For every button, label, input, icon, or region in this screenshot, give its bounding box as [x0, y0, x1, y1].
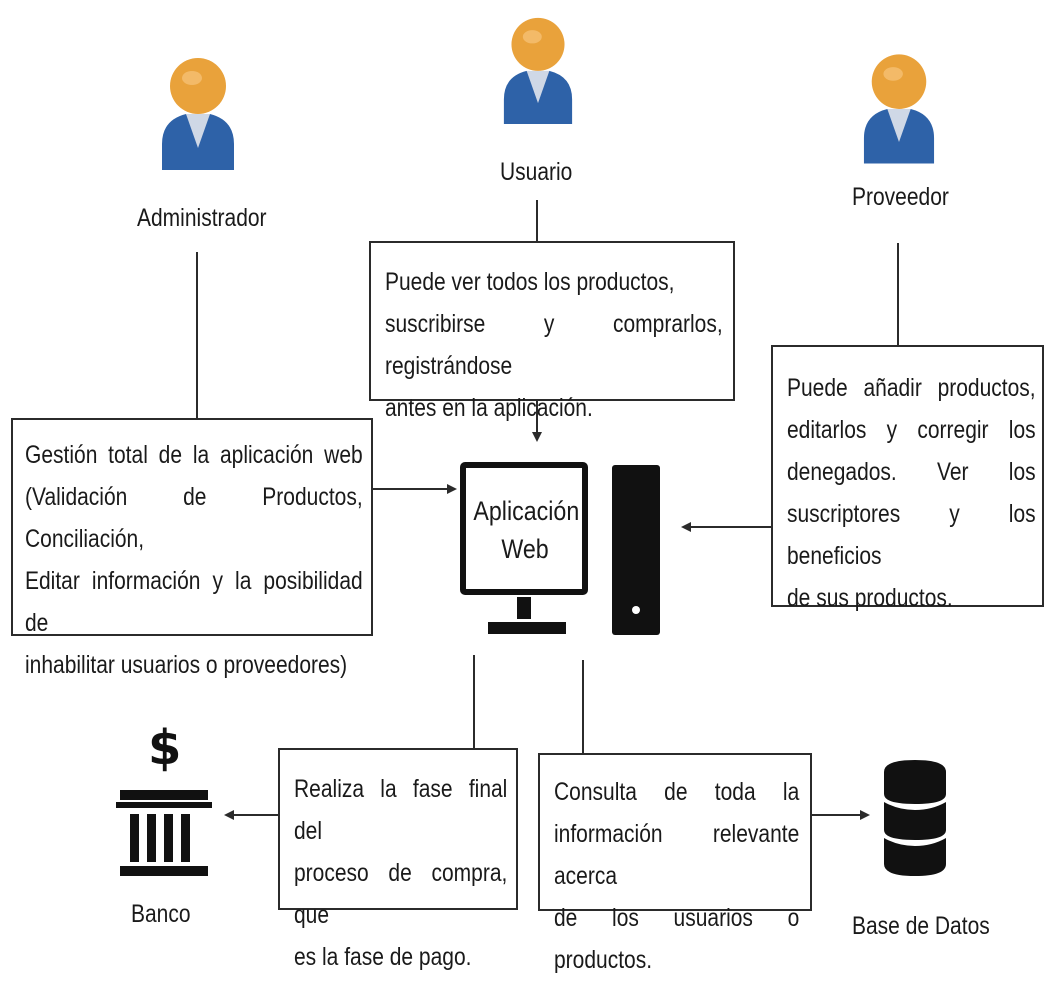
text-line: (Validación de Productos, Conciliación,	[25, 483, 363, 553]
text-line: es la fase de pago.	[294, 943, 472, 971]
box-usuario: Puede ver todos los productos, suscribir…	[369, 241, 735, 422]
box-administrador-text: Gestión total de la aplicación web (Vali…	[25, 434, 363, 686]
banco-node: $	[116, 724, 212, 883]
text-line: editarlos y corregir los	[787, 416, 1036, 444]
bank-icon	[116, 790, 212, 876]
box-base-datos-text: Consulta de toda la información relevant…	[554, 771, 799, 981]
actor-administrador	[160, 52, 236, 177]
actor-label-administrador: Administrador	[137, 204, 267, 232]
actor-proveedor	[862, 48, 936, 171]
actor-label-proveedor: Proveedor	[852, 183, 949, 211]
text-line: suscriptores y los beneficios	[787, 500, 1036, 570]
text-line: de sus productos.	[787, 584, 953, 612]
box-base-datos: Consulta de toda la información relevant…	[538, 753, 812, 974]
text-line: suscribirse y comprarlos, registrándose	[385, 310, 723, 380]
text-line: Realiza la fase final del	[294, 775, 508, 845]
app-title-line: Aplicación	[473, 496, 580, 526]
box-proveedor-text: Puede añadir productos, editarlos y corr…	[787, 367, 1036, 619]
box-banco-text: Realiza la fase final del proceso de com…	[294, 768, 507, 978]
architecture-diagram: Administrador Usuario Proveedor Puede ve…	[11, 10, 1044, 974]
text-line: Puede ver todos los productos,	[385, 268, 675, 296]
box-proveedor: Puede añadir productos, editarlos y corr…	[771, 345, 1044, 612]
text-line: de los usuarios o productos.	[554, 904, 800, 974]
text-line: denegados. Ver los	[787, 458, 1036, 486]
box-administrador: Gestión total de la aplicación web (Vali…	[11, 418, 373, 679]
text-line: Consulta de toda la	[554, 778, 800, 806]
banco-label: Banco	[131, 900, 191, 928]
text-line: Puede añadir productos,	[787, 374, 1036, 402]
app-computer	[460, 462, 670, 642]
user-icon	[503, 17, 573, 124]
actor-label-usuario: Usuario	[500, 158, 573, 186]
text-line: proceso de compra, que	[294, 859, 508, 929]
user-icon	[863, 54, 935, 164]
base-datos-label: Base de Datos	[852, 912, 990, 940]
database-icon	[884, 760, 946, 876]
text-line: antes en la aplicación.	[385, 394, 593, 422]
actor-usuario	[502, 10, 574, 133]
text-line: información relevante acerca	[554, 820, 800, 890]
box-banco: Realiza la fase final del proceso de com…	[278, 748, 518, 971]
text-line: Gestión total de la aplicación web	[25, 441, 363, 469]
dollar-icon: $	[148, 720, 182, 776]
app-title-line: Web	[501, 534, 549, 564]
user-icon	[162, 58, 234, 170]
box-usuario-text: Puede ver todos los productos, suscribir…	[385, 261, 723, 429]
base-datos-node	[880, 758, 950, 883]
app-title: Aplicación Web	[465, 492, 585, 568]
connectors	[196, 200, 899, 820]
computer-icon	[460, 462, 660, 635]
text-line: Editar información y la posibilidad de	[25, 567, 363, 637]
text-line: inhabilitar usuarios o proveedores)	[25, 651, 348, 679]
